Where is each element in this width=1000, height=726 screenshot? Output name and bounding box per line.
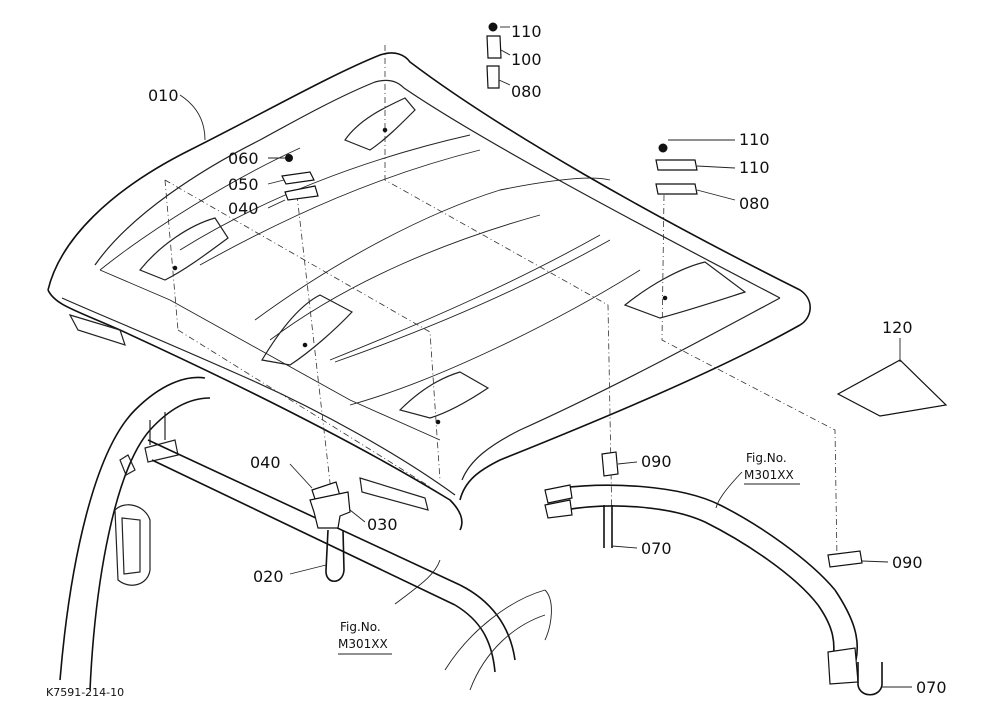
roof-panel xyxy=(47,52,811,531)
callout-030: 030 xyxy=(367,515,398,534)
callout-090: 090 xyxy=(892,553,923,572)
callout-110: 110 xyxy=(739,130,770,149)
fig-ref-1-line1: Fig.No. xyxy=(340,620,381,634)
assembly-centerlines xyxy=(164,45,838,561)
callout-070: 070 xyxy=(641,539,672,558)
callout-labels: 110 100 080 010 060 050 040 110 110 080 … xyxy=(148,22,947,697)
leader-lines xyxy=(179,26,912,688)
fig-ref-1-line2: M301XX xyxy=(338,637,388,651)
fig-ref-2-line1: Fig.No. xyxy=(746,451,787,465)
rops-frame-left xyxy=(59,376,552,691)
callout-120: 120 xyxy=(882,318,913,337)
callout-020: 020 xyxy=(253,567,284,586)
figure-references: Fig.No. M301XX Fig.No. M301XX xyxy=(338,451,794,651)
hardware-parts xyxy=(281,22,948,696)
callout-110: 110 xyxy=(511,22,542,41)
rops-frame-right xyxy=(544,484,859,685)
fig-ref-2-line2: M301XX xyxy=(744,468,794,482)
callout-040: 040 xyxy=(250,453,281,472)
callout-060: 060 xyxy=(228,149,259,168)
callout-050: 050 xyxy=(228,175,259,194)
callout-090: 090 xyxy=(641,452,672,471)
callout-040: 040 xyxy=(228,199,259,218)
callout-080: 080 xyxy=(739,194,770,213)
callout-070: 070 xyxy=(916,678,947,697)
callout-080: 080 xyxy=(511,82,542,101)
callout-010: 010 xyxy=(148,86,179,105)
drawing-number: K7591-214-10 xyxy=(46,686,124,699)
callout-100: 100 xyxy=(511,50,542,69)
callout-100: 110 xyxy=(739,158,770,177)
